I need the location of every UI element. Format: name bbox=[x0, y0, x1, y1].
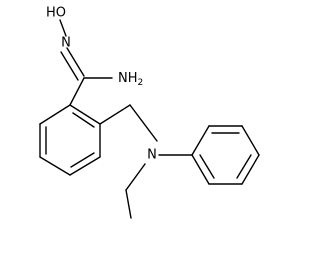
bond-ring-ch2 bbox=[99, 104, 131, 125]
atom-labels: HO N NH2 N bbox=[46, 6, 157, 163]
bonds bbox=[39, 19, 260, 219]
ring2-bond-4 bbox=[241, 154, 260, 185]
ring2-bond-1 bbox=[191, 125, 210, 156]
ring1-inner-1 bbox=[72, 112, 95, 128]
hydroxyl-label: HO bbox=[46, 6, 66, 21]
bond-n-ch2-ethyl bbox=[125, 163, 146, 191]
amine-label: NH2 bbox=[118, 71, 143, 88]
amine-text: NH bbox=[118, 71, 138, 86]
ring2-bond-6 bbox=[191, 154, 210, 185]
bond-n-c-double-b bbox=[60, 51, 79, 81]
ring2-inner-3 bbox=[199, 154, 215, 179]
bond-ch2-n bbox=[129, 104, 158, 142]
ring1-bond-1 bbox=[69, 104, 101, 125]
molecule-structure: HO N NH2 N bbox=[39, 6, 260, 219]
ring1-bond-4 bbox=[39, 156, 71, 176]
bond-ethyl-ch3 bbox=[125, 189, 132, 219]
oxime-nitrogen-label: N bbox=[61, 36, 71, 51]
amine-subscript: 2 bbox=[138, 78, 144, 88]
bond-c-ring bbox=[69, 77, 85, 106]
tertiary-nitrogen-label: N bbox=[147, 148, 157, 163]
ring1-bond-3 bbox=[69, 156, 101, 176]
ring2-bond-3 bbox=[241, 125, 260, 156]
bond-n-c-double-a bbox=[66, 47, 85, 77]
bond-o-n bbox=[59, 19, 67, 37]
ring2-inner-2 bbox=[236, 154, 252, 179]
ring1-inner-2 bbox=[70, 152, 95, 168]
ring1-bond-6 bbox=[39, 104, 71, 125]
